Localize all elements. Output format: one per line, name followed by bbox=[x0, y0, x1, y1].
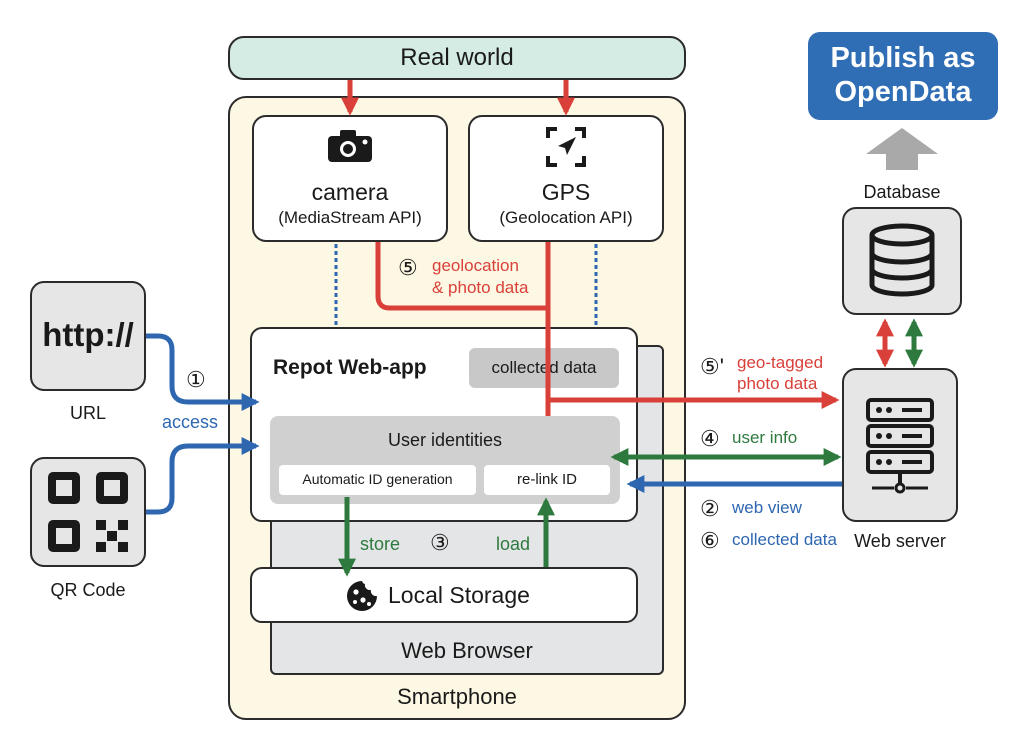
server-icon bbox=[864, 398, 936, 499]
flow5-line-2: & photo data bbox=[432, 278, 529, 297]
publish-line-2: OpenData bbox=[834, 76, 972, 108]
webapp-title: Repot Web-app bbox=[273, 356, 427, 379]
flow3-number: ③ bbox=[430, 530, 450, 555]
camera-title: camera bbox=[311, 179, 389, 205]
gps-api: (Geolocation API) bbox=[499, 208, 633, 227]
flow4-label: user info bbox=[732, 428, 798, 447]
publish-box bbox=[808, 32, 998, 120]
camera-api: (MediaStream API) bbox=[278, 208, 422, 227]
access-label: access bbox=[162, 412, 219, 432]
flow5p-line-1: geo-tagged bbox=[737, 353, 824, 372]
webserver-label: Web server bbox=[854, 531, 946, 551]
web-browser-label: Web Browser bbox=[401, 638, 533, 663]
arrow-photo-data bbox=[375, 242, 548, 311]
local-storage-label: Local Storage bbox=[388, 582, 530, 608]
database-icon bbox=[868, 223, 936, 304]
flow6-number: ⑥ bbox=[700, 528, 720, 553]
flow2-number: ② bbox=[700, 496, 720, 521]
smartphone-label: Smartphone bbox=[397, 684, 517, 709]
url-text: http:// bbox=[42, 316, 134, 353]
publish-arrow bbox=[866, 128, 938, 170]
store-label: store bbox=[360, 534, 401, 554]
flow5-line-1: geolocation bbox=[432, 256, 519, 275]
navigation-icon bbox=[545, 126, 587, 173]
collected-data-label: collected data bbox=[491, 358, 597, 377]
collected-data-box bbox=[469, 348, 619, 388]
real-world-box bbox=[228, 36, 686, 80]
relink-id-label: re-link ID bbox=[516, 471, 577, 488]
user-identities-title: User identities bbox=[387, 430, 503, 450]
arrow-qr-access bbox=[146, 437, 260, 515]
cookie-icon bbox=[345, 579, 379, 618]
local-storage-box bbox=[250, 567, 638, 623]
flow5p-line-2: photo data bbox=[737, 374, 818, 393]
flow2-label: web view bbox=[732, 498, 802, 517]
flow6-label: collected data bbox=[732, 530, 837, 549]
url-label: URL bbox=[69, 403, 106, 423]
arrow-url-access bbox=[146, 333, 260, 411]
publish-line-1: Publish as bbox=[830, 42, 976, 74]
database-label: Database bbox=[863, 182, 941, 202]
gps-title: GPS bbox=[541, 179, 591, 205]
access-number: ① bbox=[186, 367, 206, 392]
flow5-number: ⑤ bbox=[398, 255, 418, 280]
camera-icon bbox=[326, 129, 374, 168]
gps-box bbox=[468, 115, 664, 242]
url-box bbox=[30, 281, 146, 391]
real-world-label: Real world bbox=[400, 44, 514, 71]
flow5p-number: ⑤' bbox=[700, 354, 724, 379]
load-label: load bbox=[496, 534, 531, 554]
auto-id-box bbox=[279, 465, 476, 495]
auto-id-label: Automatic ID generation bbox=[302, 471, 453, 487]
qr-code-icon bbox=[44, 468, 132, 561]
relink-id-box bbox=[484, 465, 610, 495]
qr-label: QR Code bbox=[50, 580, 126, 600]
flow4-number: ④ bbox=[700, 426, 720, 451]
